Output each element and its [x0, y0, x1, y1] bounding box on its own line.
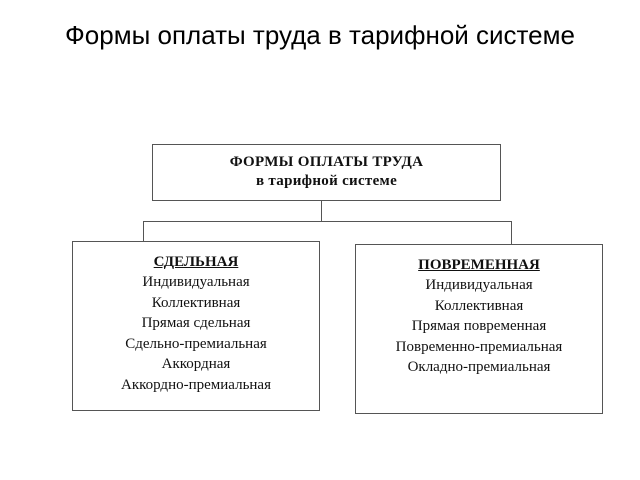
piecework-heading: СДЕЛЬНАЯ — [153, 254, 239, 270]
time-based-item: Прямая повременная — [411, 318, 547, 334]
piecework-item: Коллективная — [151, 294, 241, 311]
connector-horizontal — [143, 221, 512, 222]
time-based-item: Коллективная — [434, 297, 524, 314]
root-node-subtitle: в тарифной системе — [255, 173, 398, 189]
root-node: ФОРМЫ ОПЛАТЫ ТРУДА в тарифной системе — [152, 144, 501, 201]
page-title: Формы оплаты труда в тарифной системе — [65, 20, 575, 50]
piecework-item: Аккордно-премиальная — [120, 376, 271, 393]
time-based-item: Индивидуальная — [425, 277, 533, 293]
piecework-item: Сдельно-премиальная — [125, 335, 267, 352]
root-node-title: ФОРМЫ ОПЛАТЫ ТРУДА — [229, 154, 424, 170]
piecework-item: Индивидуальная — [142, 274, 250, 290]
time-based-node: ПОВРЕМЕННАЯ Индивидуальная Коллективная … — [355, 244, 603, 414]
time-based-item: Окладно-премиальная — [407, 359, 551, 375]
time-based-heading: ПОВРЕМЕННАЯ — [418, 257, 540, 273]
piecework-item: Прямая сдельная — [141, 315, 251, 331]
connector-root-stem — [321, 201, 322, 221]
time-based-item: Повременно-премиальная — [395, 338, 563, 355]
connector-left-drop — [143, 221, 144, 241]
piecework-node: СДЕЛЬНАЯ Индивидуальная Коллективная Пря… — [72, 241, 320, 411]
connector-right-drop — [511, 221, 512, 244]
piecework-item: Аккордная — [161, 356, 231, 372]
